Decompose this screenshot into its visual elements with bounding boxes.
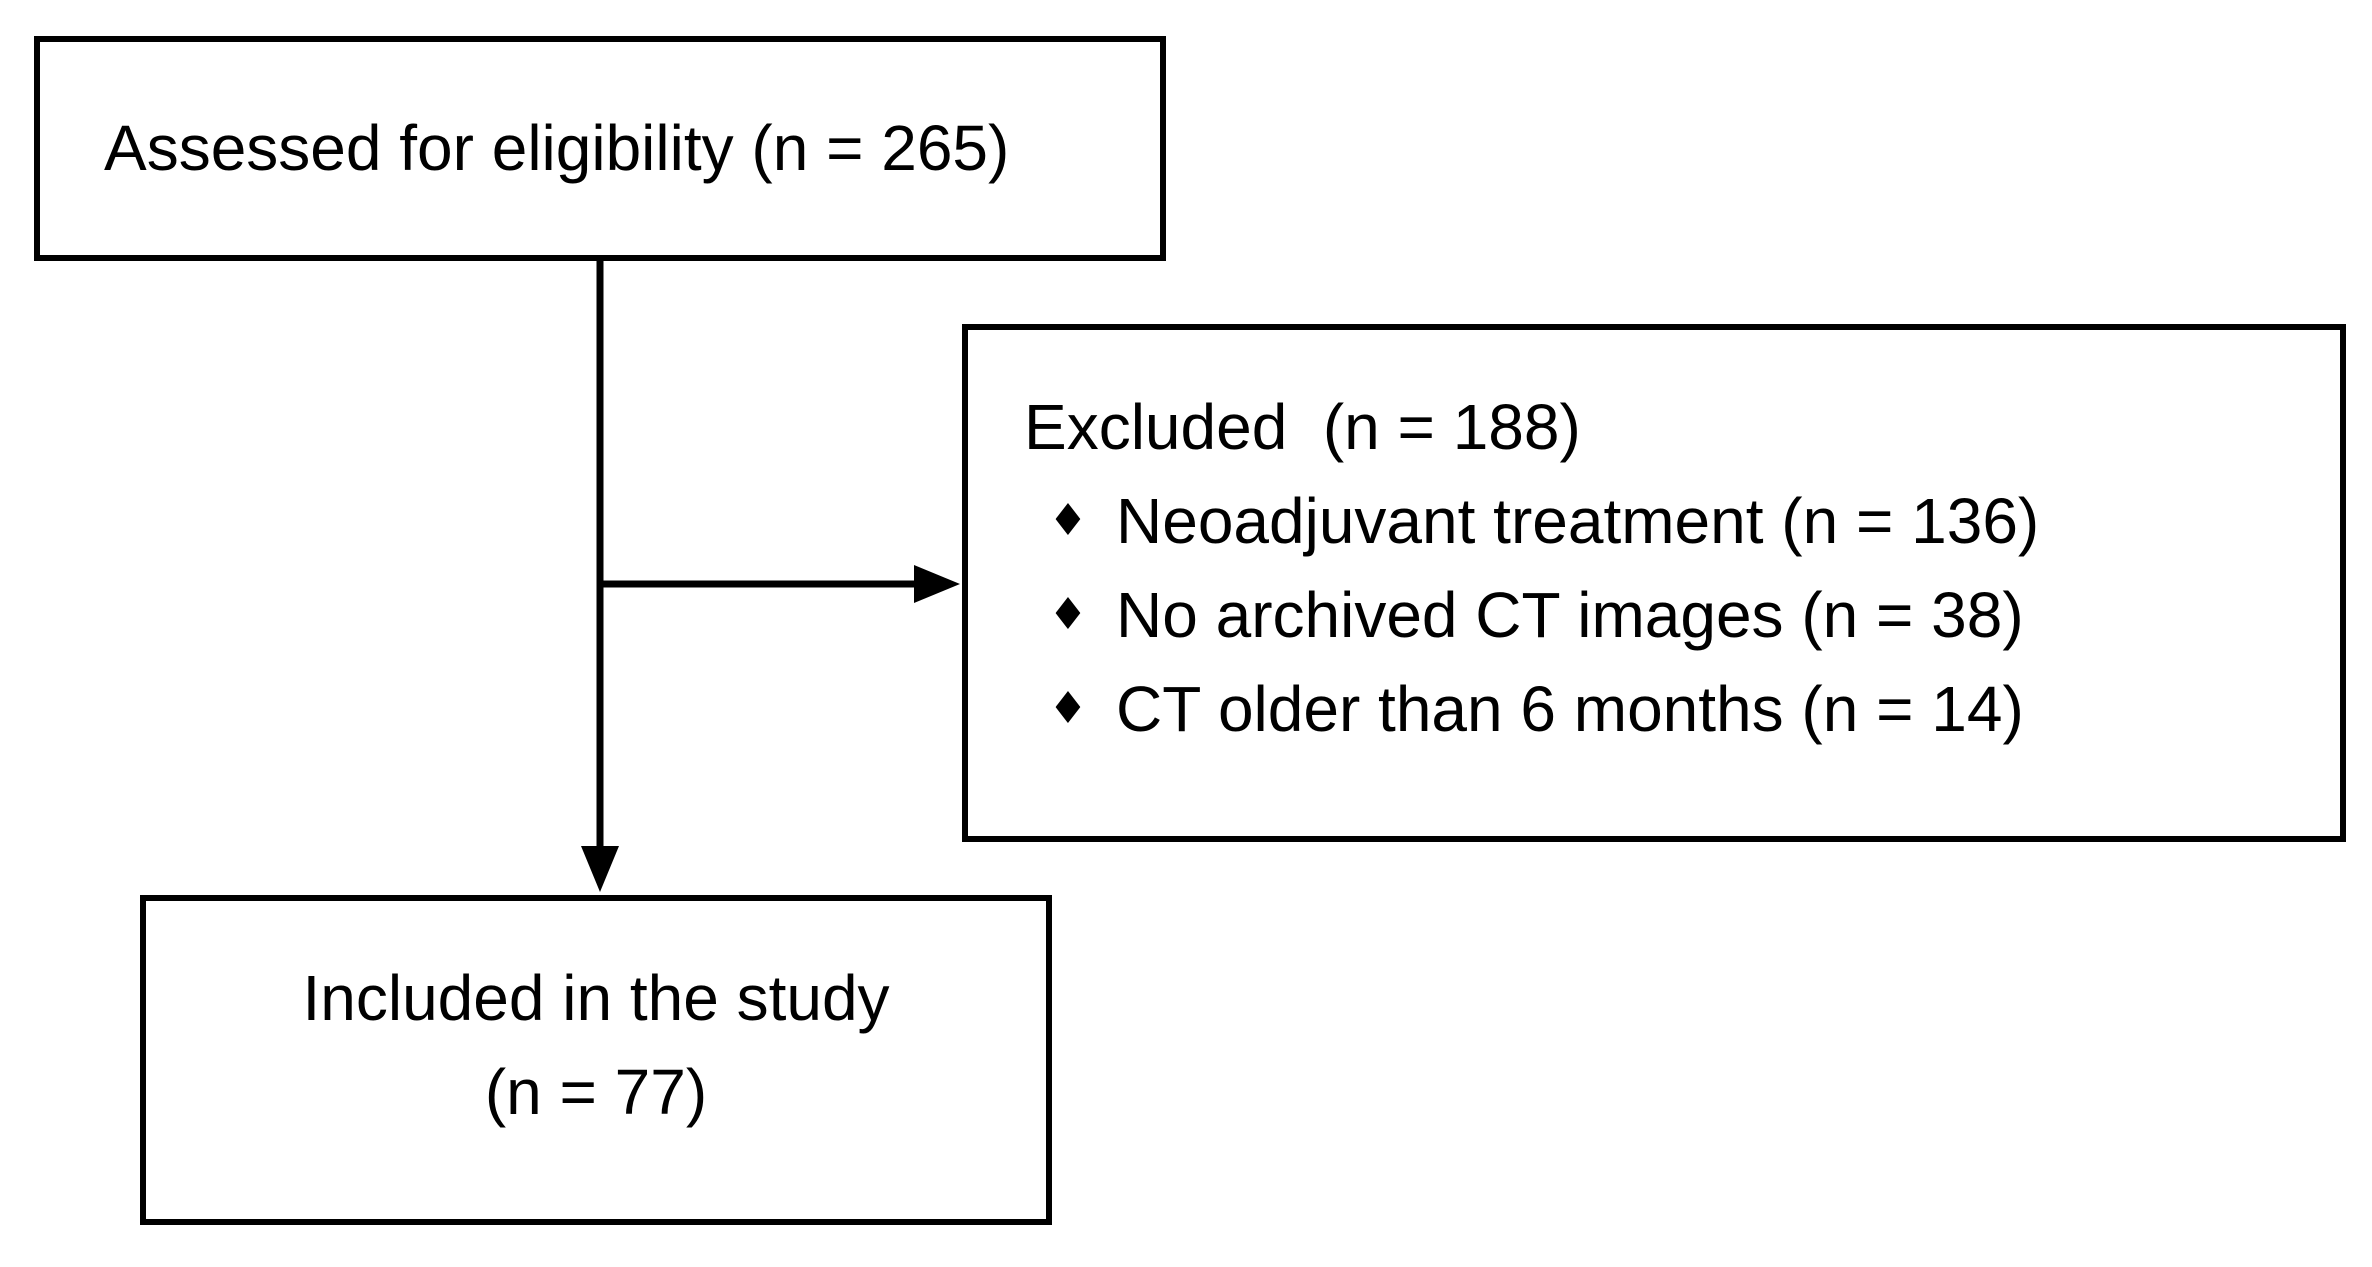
excluded-title: Excluded (n = 188) <box>1024 391 1581 463</box>
excluded-item-neoadjuvant: ♦ Neoadjuvant treatment (n = 136) <box>1024 474 2316 568</box>
down-arrowhead-icon <box>581 846 619 892</box>
assessed-for-eligibility-box: Assessed for eligibility (n = 265) <box>34 36 1166 261</box>
excluded-item-label: Neoadjuvant treatment (n = 136) <box>1116 485 2040 557</box>
assessed-label: Assessed for eligibility (n = 265) <box>104 112 1010 185</box>
excluded-item-no-archived-ct: ♦ No archived CT images (n = 38) <box>1024 568 2316 662</box>
right-arrowhead-icon <box>914 565 960 603</box>
excluded-item-label: CT older than 6 months (n = 14) <box>1116 673 2024 745</box>
diamond-bullet-icon: ♦ <box>1048 683 1088 734</box>
included-in-study-box: Included in the study (n = 77) <box>140 895 1052 1225</box>
excluded-item-ct-older: ♦ CT older than 6 months (n = 14) <box>1024 662 2316 756</box>
included-line1: Included in the study <box>302 962 890 1034</box>
included-line2: (n = 77) <box>484 1056 708 1128</box>
excluded-item-label: No archived CT images (n = 38) <box>1116 579 2024 651</box>
excluded-box: Excluded (n = 188) ♦ Neoadjuvant treatme… <box>962 324 2346 842</box>
diamond-bullet-icon: ♦ <box>1048 589 1088 640</box>
diamond-bullet-icon: ♦ <box>1048 495 1088 546</box>
